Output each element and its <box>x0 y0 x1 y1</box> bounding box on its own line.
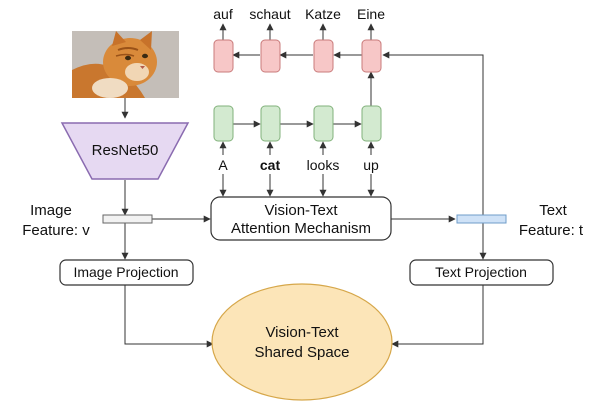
decoder-cell <box>361 39 382 73</box>
output-word: Eine <box>357 6 385 22</box>
encoder-cell <box>260 105 281 142</box>
text-projection-box <box>409 259 554 286</box>
encoder-cell <box>213 105 234 142</box>
shared-space-ellipse <box>211 283 393 401</box>
edge-text-feature-to-decoder <box>382 51 484 215</box>
edge-text-projection-to-shared <box>391 284 484 348</box>
attention-mechanism-box <box>210 196 392 241</box>
shared-space-label-line2: Shared Space <box>254 344 349 361</box>
text-feature-bar <box>456 214 507 224</box>
input-word: up <box>363 157 379 173</box>
image-feature-label-line1: Image <box>30 202 72 219</box>
cat-photo <box>72 31 179 98</box>
image-projection-label: Image Projection <box>73 264 178 280</box>
encoder-cell <box>361 105 382 142</box>
output-word: auf <box>213 6 233 22</box>
input-word: A <box>218 157 228 173</box>
decoder-cell <box>313 39 334 73</box>
text-feature-label-line1: Text <box>539 202 567 219</box>
encoder-cell <box>313 105 334 142</box>
image-feature-label-line2: Feature: v <box>22 222 90 239</box>
edge-image-projection-to-shared <box>124 284 214 348</box>
decoder-cell <box>260 39 281 73</box>
attention-label-line1: Vision-Text <box>264 202 338 219</box>
text-projection-label: Text Projection <box>435 264 527 280</box>
input-word-highlighted: cat <box>260 157 281 173</box>
resnet50-encoder <box>60 122 190 180</box>
output-word: schaut <box>249 6 290 22</box>
encoder-rnn-row <box>213 105 382 197</box>
decoder-cell <box>213 39 234 73</box>
image-projection-box <box>59 259 194 286</box>
resnet50-label: ResNet50 <box>92 142 159 159</box>
output-word: Katze <box>305 6 341 22</box>
image-feature-bar <box>102 214 153 224</box>
attention-label-line2: Attention Mechanism <box>231 220 371 237</box>
shared-space-label-line1: Vision-Text <box>265 324 339 341</box>
text-feature-label-line2: Feature: t <box>519 222 584 239</box>
input-word: looks <box>307 157 340 173</box>
decoder-rnn-row <box>213 23 382 73</box>
